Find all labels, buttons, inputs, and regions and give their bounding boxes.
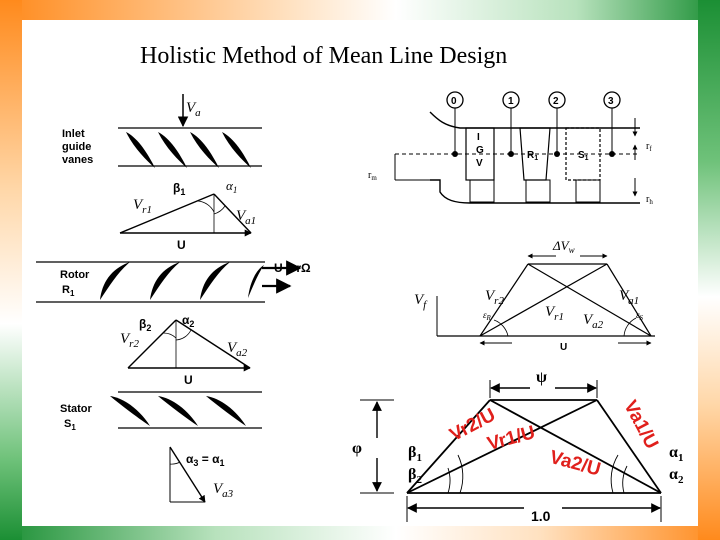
decorative-border-left — [0, 0, 22, 540]
annotation-va1-u: Va1/U — [619, 397, 662, 453]
left-diagram: Va Inlet guide vanes — [36, 94, 311, 503]
va-top-label: Va — [186, 100, 201, 119]
beta1-label: β1 — [173, 181, 185, 197]
rotor-id-label: R1 — [62, 284, 75, 298]
rm-label: rm — [368, 170, 377, 182]
va2-mid-label: Va2 — [583, 312, 604, 331]
r1-label: R1 — [527, 150, 538, 162]
handwritten-annotations: Vr2/U Vr1/U Va2/U Va1/U — [446, 397, 662, 481]
s1-label: S1 — [578, 150, 589, 162]
station-3: 3 — [608, 96, 614, 107]
va2-left-label: Va2 — [227, 340, 248, 359]
stator-blades — [110, 396, 246, 426]
va1-left-label: Va1 — [236, 208, 256, 227]
psi-label: ψ — [536, 369, 547, 386]
vr2-mid-label: Vr2 — [485, 288, 504, 307]
slide-canvas — [22, 20, 698, 526]
phi-label: φ — [352, 440, 362, 457]
stator-exit-velocity-triangle — [169, 446, 206, 503]
u-mid-label: U — [560, 342, 567, 353]
igv-v: V — [476, 158, 483, 169]
vf-label: Vf — [414, 292, 428, 311]
beta2-label: β2 — [139, 317, 151, 333]
igv-blades — [126, 132, 251, 168]
station-1: 1 — [508, 96, 514, 107]
rotor-exit-velocity-triangle — [127, 319, 251, 372]
decorative-border-bottom — [0, 526, 720, 540]
beta1-nd-label: β1 — [408, 444, 422, 464]
alpha1-label: α1 — [226, 178, 237, 195]
vr2-left-label: Vr2 — [120, 331, 139, 350]
station-2: 2 — [553, 96, 559, 107]
alpha2-left-label: α2 — [182, 313, 194, 329]
annotation-vr1-u: Vr1/U — [485, 422, 537, 455]
igv-i: I — [477, 132, 480, 143]
inlet-label: Inlet — [62, 128, 85, 140]
u-eq-label: U = rΩ — [274, 261, 311, 275]
stator-label: Stator — [60, 403, 93, 415]
eps-s-label: εS — [636, 310, 644, 322]
annotation-va2-u: Va2/U — [547, 447, 602, 481]
guide-label: guide — [62, 141, 91, 153]
stage-meridional-diagram: 0 1 2 3 rm I G — [368, 91, 653, 206]
u2-label: U — [184, 373, 193, 387]
u1-label: U — [177, 238, 186, 252]
one-label: 1.0 — [531, 508, 551, 524]
rh-label: rh — [646, 194, 653, 206]
rt-label: rf — [646, 141, 652, 153]
station-0: 0 — [451, 96, 457, 107]
stator-id-label: S1 — [64, 418, 76, 432]
va1-mid-label: Va1 — [619, 288, 639, 307]
beta2-nd-label: β2 — [408, 466, 422, 486]
alpha2-nd-label: α2 — [669, 466, 684, 486]
igv-g: G — [476, 145, 484, 156]
inlet-velocity-triangle — [119, 193, 252, 237]
slide-title: Holistic Method of Mean Line Design — [140, 43, 508, 69]
alpha1-nd-label: α1 — [669, 444, 683, 464]
rotor-label: Rotor — [60, 269, 90, 281]
vanes-label: vanes — [62, 154, 93, 166]
vr1-mid-label: Vr1 — [545, 304, 564, 323]
va3-label: Va3 — [213, 481, 234, 500]
combined-velocity-triangle: ΔVw U Vf Vr2 Vr1 Va2 Va1 εR εS — [414, 238, 655, 353]
dvw-label: ΔVw — [552, 238, 575, 255]
vr1-left-label: Vr1 — [133, 197, 152, 216]
decorative-border-top — [0, 0, 720, 20]
eps-r-label: εR — [483, 310, 492, 322]
nondimensional-triangle: ψ φ 1.0 β1 — [352, 369, 684, 524]
rotor-blades — [100, 262, 264, 300]
alpha3-label: α3 = α1 — [186, 452, 224, 468]
decorative-border-right — [698, 0, 720, 540]
